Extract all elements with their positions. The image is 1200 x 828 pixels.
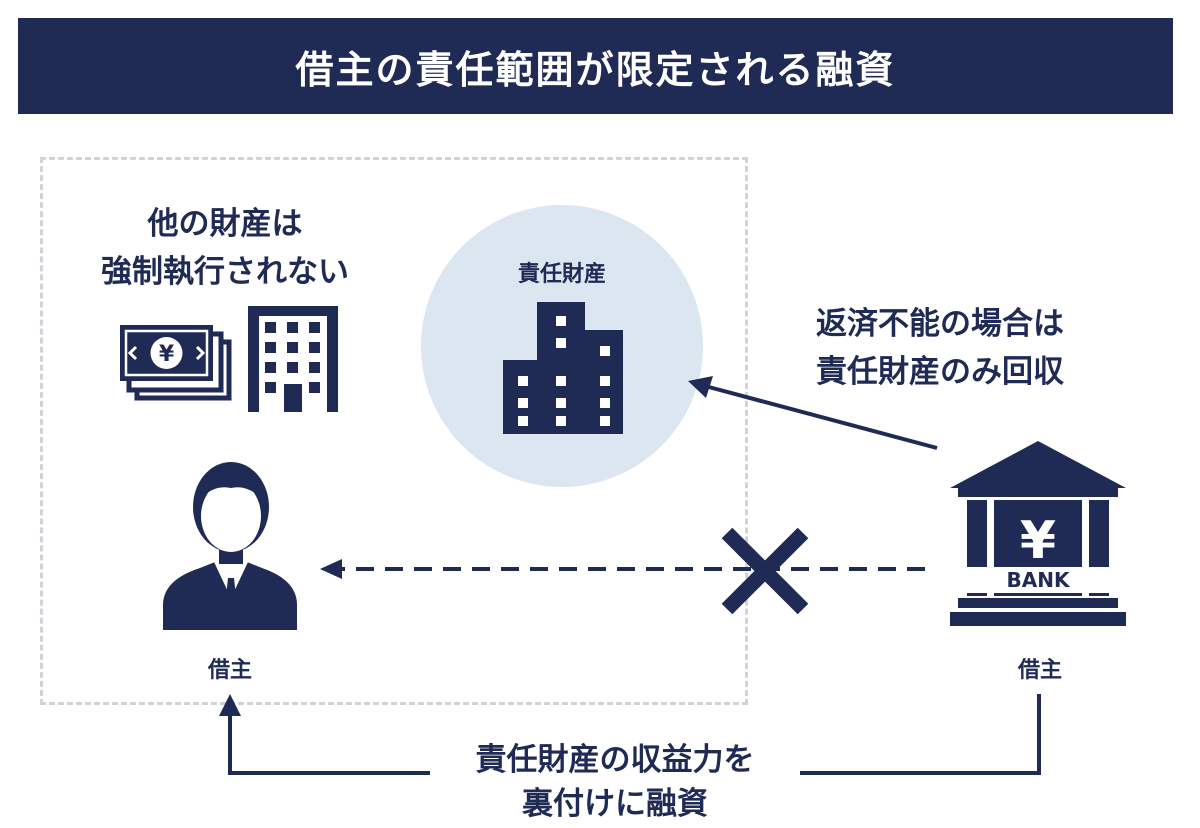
financing-basis-text: 責任財産の収益力を 裏付けに融資 — [430, 738, 800, 826]
lender-label: 借主 — [1017, 658, 1062, 683]
person-icon — [163, 462, 297, 630]
apartment-building-icon — [248, 306, 338, 412]
blocked-dashed-arrow — [320, 559, 925, 579]
borrower-label: 借主 — [207, 658, 252, 683]
money-stack-icon: ¥ — [120, 325, 232, 401]
bank-icon: ¥ BANK — [950, 441, 1126, 626]
header-title: 借主の責任範囲が限定される融資 — [295, 47, 896, 92]
office-building-icon — [503, 302, 623, 434]
repayment-failure-text: 返済不能の場合は 責任財産のみ回収 — [816, 306, 1064, 390]
recovery-arrow — [688, 376, 938, 450]
cross-mark-icon — [721, 527, 809, 615]
other-property-text: 他の財産は 強制執行されない — [101, 206, 349, 290]
svg-text:¥: ¥ — [159, 342, 175, 367]
borrower-asset-boundary — [40, 157, 748, 705]
svg-text:¥: ¥ — [1020, 511, 1056, 571]
header-banner: 借主の責任範囲が限定される融資 — [18, 18, 1173, 114]
svg-text:BANK: BANK — [1007, 568, 1071, 592]
responsible-property-label: 責任財産 — [517, 262, 606, 287]
